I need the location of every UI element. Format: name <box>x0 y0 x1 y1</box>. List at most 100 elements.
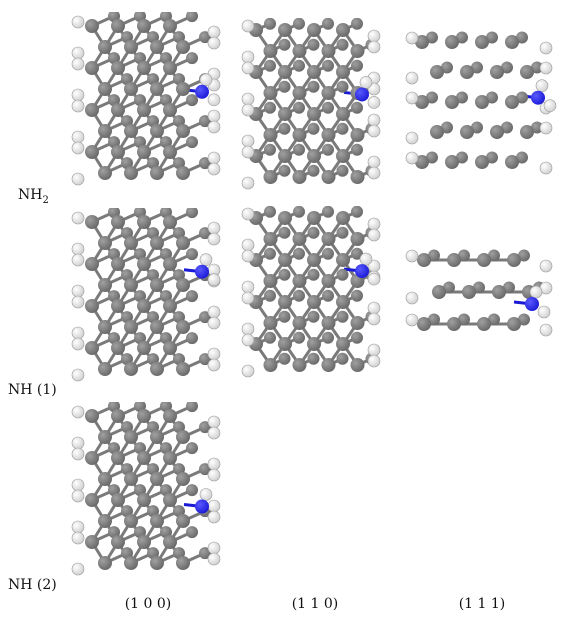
hydrogen-atom <box>71 99 85 113</box>
carbon-atom <box>264 331 276 344</box>
carbon-atom <box>336 107 350 121</box>
nitrogen-atom <box>195 264 209 279</box>
carbon-atom <box>263 128 278 142</box>
hydrogen-atom <box>71 211 85 225</box>
carbon-atom <box>292 128 307 142</box>
hydrogen-atom <box>199 73 213 87</box>
carbon-atom <box>307 65 321 79</box>
carbon-atom <box>488 249 500 262</box>
hydrogen-atom <box>71 368 85 382</box>
carbon-atom <box>531 121 543 134</box>
carbon-atom <box>293 18 305 30</box>
carbon-atom <box>336 295 350 309</box>
carbon-atom <box>137 535 151 549</box>
carbon-atom <box>163 535 177 549</box>
carbon-atom <box>98 514 112 528</box>
carbon-atom <box>456 91 468 104</box>
carbon-atom <box>336 253 350 267</box>
carbon-atom <box>336 65 350 79</box>
carbon-atom <box>307 164 320 177</box>
carbon-atom <box>486 151 498 164</box>
carbon-atom <box>85 493 99 507</box>
carbon-atom <box>263 316 278 330</box>
carbon-atom <box>137 299 151 313</box>
carbon-atom <box>263 274 278 288</box>
carbon-atom <box>322 59 334 72</box>
carbon-atom <box>426 91 438 104</box>
carbon-atom <box>263 44 278 58</box>
carbon-atom <box>98 278 112 292</box>
carbon-atom <box>98 166 112 180</box>
carbon-atom <box>137 493 151 507</box>
hydrogen-atom <box>241 19 255 33</box>
carbon-atom <box>124 124 138 138</box>
carbon-atom <box>111 341 125 355</box>
hydrogen-atom <box>71 489 85 503</box>
carbon-atom <box>150 430 164 444</box>
carbon-atom <box>278 268 291 281</box>
carbon-atom <box>163 215 177 229</box>
carbon-atom <box>351 143 363 156</box>
hydrogen-atom <box>207 541 221 555</box>
carbon-atom <box>307 107 321 121</box>
carbon-atom <box>293 59 305 72</box>
hydrogen-atom <box>367 217 381 231</box>
carbon-atom <box>351 247 363 260</box>
carbon-atom <box>336 23 350 37</box>
carbon-atom <box>278 211 292 225</box>
carbon-atom <box>98 472 112 486</box>
carbon-atom <box>278 226 291 239</box>
carbon-atom <box>124 236 138 250</box>
carbon-atom <box>163 103 177 117</box>
hydrogen-atom <box>367 29 381 43</box>
hydrogen-atom <box>71 88 85 102</box>
carbon-atom <box>445 155 459 169</box>
hydrogen-atom <box>539 161 553 175</box>
atom-layer <box>71 12 221 186</box>
carbon-atom <box>307 268 320 281</box>
carbon-atom <box>477 253 491 267</box>
carbon-atom <box>426 151 438 164</box>
hydrogen-atom <box>71 15 85 29</box>
carbon-atom <box>264 247 276 260</box>
hydrogen-atom <box>405 31 419 45</box>
carbon-atom <box>199 311 211 324</box>
hydrogen-atom <box>71 447 85 461</box>
carbon-atom <box>111 409 125 423</box>
hydrogen-atom <box>241 249 255 263</box>
carbon-atom <box>336 226 349 239</box>
carbon-atom <box>516 91 528 104</box>
carbon-atom <box>263 86 278 100</box>
hydrogen-atom <box>539 259 553 273</box>
carbon-atom <box>124 166 138 180</box>
carbon-atom <box>321 358 336 372</box>
hydrogen-atom <box>405 71 419 85</box>
carbon-atom <box>322 289 334 302</box>
hydrogen-atom <box>241 207 255 221</box>
carbon-atom <box>199 115 211 128</box>
carbon-atom <box>336 149 350 163</box>
hydrogen-atom <box>71 405 85 419</box>
carbon-atom <box>85 61 99 75</box>
carbon-atom <box>137 341 151 355</box>
carbon-atom <box>307 226 320 239</box>
carbon-atom <box>321 232 336 246</box>
carbon-atom <box>111 215 125 229</box>
carbon-atom <box>278 295 292 309</box>
atom-layer <box>71 208 221 382</box>
carbon-atom <box>85 215 99 229</box>
carbon-atom <box>443 281 455 294</box>
carbon-atom <box>307 310 320 323</box>
carbon-atom <box>137 257 151 271</box>
carbon-atom <box>98 430 112 444</box>
carbon-atom <box>176 472 190 486</box>
hydrogen-atom <box>535 79 549 93</box>
carbon-atom <box>322 18 334 30</box>
hydrogen-atom <box>207 499 221 513</box>
carbon-atom <box>518 249 530 262</box>
hydrogen-atom <box>537 305 551 319</box>
carbon-atom <box>321 316 336 330</box>
structure-nh2-110 <box>241 18 381 190</box>
carbon-atom <box>293 247 305 260</box>
carbon-atom <box>322 331 334 344</box>
